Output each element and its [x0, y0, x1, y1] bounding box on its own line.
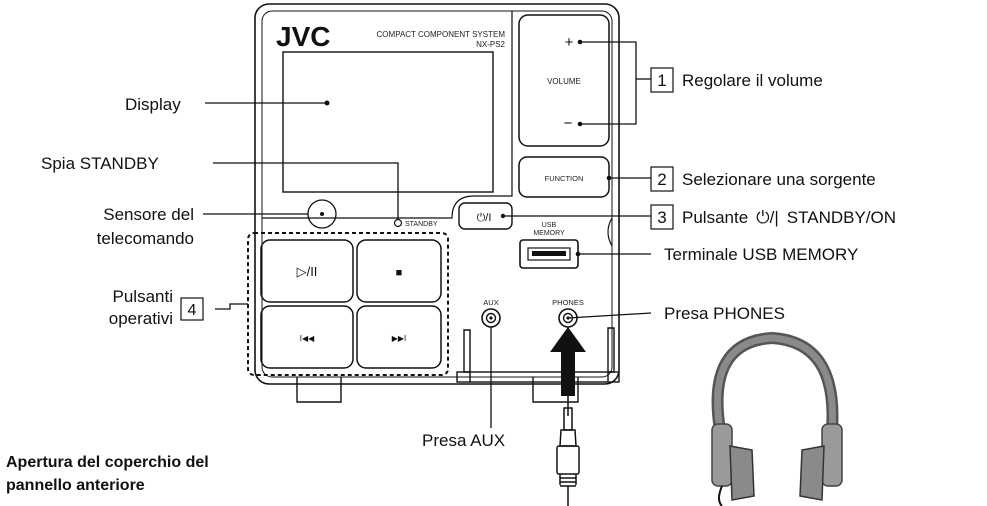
- function-button-label: FUNCTION: [545, 174, 584, 183]
- usb-label-line2: MEMORY: [533, 230, 565, 237]
- operation-buttons-group: [247, 232, 449, 376]
- callout-number-box-1: [650, 67, 674, 93]
- callout-number-4: 4: [188, 302, 197, 319]
- aux-jack[interactable]: [481, 308, 501, 328]
- usb-port[interactable]: [519, 239, 579, 269]
- callout-standby-lamp: Spia STANDBY: [41, 154, 159, 173]
- callout-volume-text: Regolare il volume: [682, 71, 823, 90]
- callout-number-3: 3: [657, 208, 666, 227]
- stop-button[interactable]: ■: [356, 239, 442, 303]
- previous-symbol: I◀◀: [300, 334, 315, 343]
- model-number: NX-PS2: [476, 40, 505, 49]
- previous-button[interactable]: I◀◀: [260, 305, 354, 369]
- power-button-symbol: ⏻/I: [477, 212, 492, 224]
- volume-minus-symbol: −: [564, 115, 573, 132]
- device-feet: [296, 377, 579, 403]
- insertion-arrow: [550, 327, 586, 396]
- volume-button[interactable]: [518, 14, 610, 147]
- callout-number-box-4: [180, 297, 204, 321]
- headphones-illustration: [711, 331, 843, 506]
- callout-function-text: Selezionare una sorgente: [682, 170, 876, 189]
- leader-lines: [203, 41, 652, 428]
- callout-number-box-2: [650, 166, 674, 192]
- caption-line2: pannello anteriore: [6, 477, 145, 494]
- callout-display: Display: [125, 95, 181, 114]
- callout-remote-sensor-line1: Sensore del: [103, 205, 194, 224]
- next-symbol: ▶▶I: [392, 334, 407, 343]
- next-button[interactable]: ▶▶I: [356, 305, 442, 369]
- device-body: [254, 3, 620, 385]
- headphone-plug: [556, 396, 580, 506]
- callout-operation-buttons-line1: Pulsanti: [113, 287, 173, 306]
- remote-sensor-point: [320, 212, 324, 216]
- callout-remote-sensor-line2: telecomando: [97, 229, 194, 248]
- system-name: COMPACT COMPONENT SYSTEM: [377, 30, 506, 39]
- play-pause-symbol: ▷/II: [297, 264, 318, 279]
- display-screen: [282, 51, 494, 193]
- usb-label-line1: USB: [542, 222, 557, 229]
- front-cover-open: [456, 327, 620, 383]
- callout-usb-terminal: Terminale USB MEMORY: [664, 245, 858, 264]
- standby-lamp-label: STANDBY: [405, 221, 438, 228]
- callout-number-box-3: [650, 204, 674, 230]
- volume-plus-symbol: +: [565, 34, 574, 51]
- stop-symbol: ■: [396, 267, 403, 279]
- callout-operation-buttons-line2: operativi: [109, 309, 173, 328]
- caption-line1: Apertura del coperchio del: [6, 454, 209, 471]
- standby-lamp: [393, 218, 403, 228]
- callout-number-1: 1: [657, 71, 666, 90]
- callout-aux-jack: Presa AUX: [422, 431, 505, 450]
- callout-number-2: 2: [657, 170, 666, 189]
- aux-jack-label: AUX: [483, 298, 498, 307]
- volume-label: VOLUME: [547, 77, 581, 86]
- brand-logo: JVC: [276, 21, 330, 52]
- play-pause-button[interactable]: ▷/II: [260, 239, 354, 303]
- side-notch: [607, 217, 613, 247]
- callout-phones-jack: Presa PHONES: [664, 304, 785, 323]
- callout-power-text: Pulsante⏻/|STANDBY/ON: [682, 208, 896, 227]
- phones-jack-label: PHONES: [552, 298, 584, 307]
